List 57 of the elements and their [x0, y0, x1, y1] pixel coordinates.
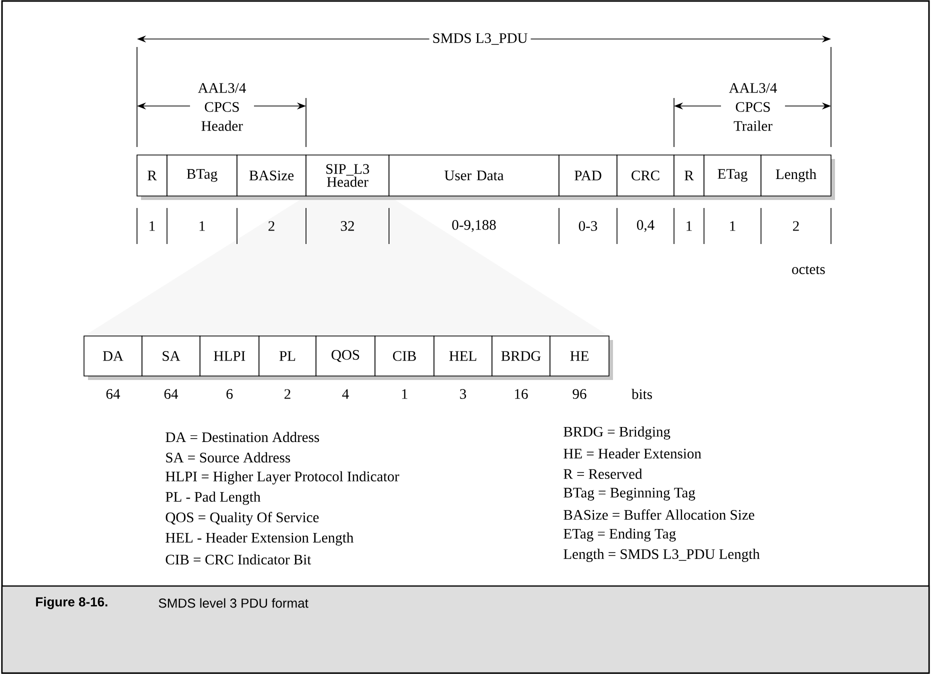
field-box: DA [84, 336, 142, 376]
bit-count: 64 [164, 389, 178, 399]
field-box: HEL [434, 336, 492, 376]
bit-count: 96 [572, 389, 586, 399]
definition-text: HE = Header Extension [564, 448, 702, 458]
field-box: Length [760, 154, 832, 196]
bit-count: 6 [226, 389, 233, 399]
octet-count: 0-9,188 [452, 220, 496, 232]
octet-count: 1 [686, 221, 692, 231]
definition-text: SA = Source Address [166, 452, 290, 462]
definition-text: HLPI = Higher Layer Protocol Indicator [166, 471, 400, 484]
field-box: PAD [558, 154, 618, 196]
octet-count: 1 [200, 221, 205, 231]
field-box: BRDG [492, 336, 550, 376]
field-box: HE [550, 336, 610, 376]
definition-text: HEL - Header Extension Length [166, 532, 354, 546]
dimension-label: AAL3/4 CPCS Trailer [721, 82, 785, 132]
definition-text: BTag = Beginning Tag [564, 488, 696, 501]
field-box: PL [258, 336, 316, 376]
field-box: CIB [374, 336, 434, 376]
bit-count: 4 [342, 389, 349, 399]
field-box: ETag [704, 154, 762, 196]
definition-text: BRDG = Bridging [564, 426, 670, 440]
dimension-label: AAL3/4 CPCS Header [190, 82, 254, 132]
field-box: BASize [236, 154, 306, 196]
definition-text: DA = Destination Address [166, 432, 320, 442]
unit-label: octets [792, 266, 825, 274]
octet-count: 1 [730, 221, 736, 231]
field-box: SA [142, 336, 200, 376]
octet-count: 32 [340, 221, 354, 231]
bit-count: 2 [284, 389, 290, 399]
octet-count: 2 [793, 221, 799, 231]
octet-count: 2 [268, 221, 274, 231]
octet-count: 1 [150, 221, 155, 231]
field-box: SIP_L3 Header [306, 154, 390, 196]
bit-count: 16 [515, 389, 528, 399]
definition-text: Length = SMDS L3_PDU Length [564, 548, 760, 562]
definition-text: PL - Pad Length [166, 492, 260, 505]
field-box: QOS [316, 336, 376, 376]
field-box: HLPI [200, 336, 260, 376]
caption-text: SMDS level 3 PDU format [158, 598, 308, 608]
figure-number: Figure 8-16. [36, 596, 108, 610]
bit-count: 1 [402, 389, 408, 399]
field-box: R [674, 154, 704, 196]
definition-text: QOS = Quality Of Service [166, 512, 319, 526]
unit-label: bits [632, 388, 652, 400]
bit-count: 64 [106, 389, 120, 399]
octet-count: 0,4 [637, 220, 654, 232]
definition-text: BASize = Buffer Allocation Size [564, 509, 754, 520]
definition-text: ETag = Ending Tag [564, 528, 676, 542]
definition-text: CIB = CRC Indicator Bit [166, 554, 312, 564]
dimension-label: SMDS L3_PDU [429, 30, 531, 48]
field-box: CRC [616, 154, 674, 196]
field-box: R [136, 154, 168, 196]
definition-text: R = Reserved [564, 468, 642, 479]
octet-count: 0-3 [578, 221, 598, 231]
bit-count: 3 [460, 389, 466, 399]
